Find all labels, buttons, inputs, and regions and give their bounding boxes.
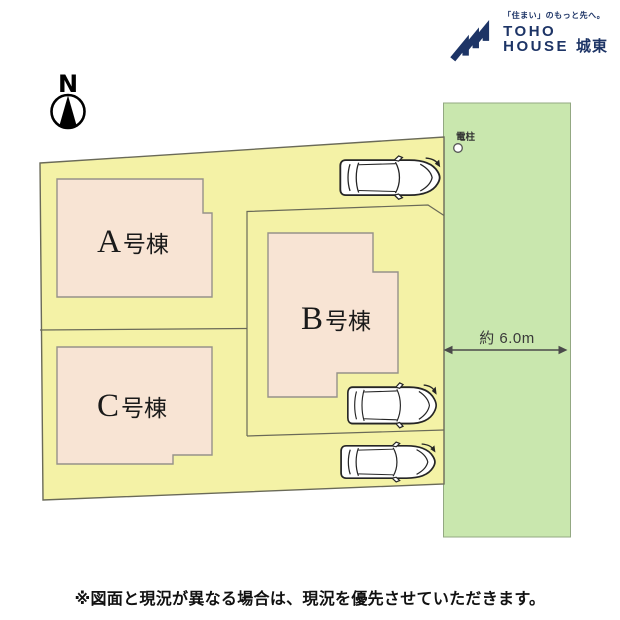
compass-needle-icon	[59, 95, 77, 127]
road-width-label: 約 6.0m	[479, 330, 535, 347]
car-icon	[346, 382, 438, 429]
logo-text-block: 「住まい」のもっと先へ。 TOHO HOUSE 城東	[503, 10, 608, 54]
car-icon	[339, 155, 442, 201]
car-icon	[340, 441, 437, 483]
brand-name-top: TOHO	[503, 23, 557, 40]
disclaimer-text: ※図面と現況が異なる場合は、現況を優先させていただきます。	[74, 591, 546, 608]
logo-tagline: 「住まい」のもっと先へ。	[503, 11, 606, 20]
road-width-arrow	[443, 345, 568, 355]
brand-region: 城東	[575, 38, 608, 55]
north-compass: N	[50, 70, 86, 130]
parcel-b-top-boundary	[246, 204, 445, 436]
north-label: N	[58, 70, 78, 98]
building-a-label: A号棟	[97, 224, 169, 260]
building-b-label: B号棟	[301, 301, 371, 337]
building-b-footprint	[267, 232, 399, 398]
parcel-b-bottom-boundary	[246, 429, 445, 437]
road-area	[443, 102, 571, 538]
parcel-divider-a-c	[39, 327, 248, 331]
building-c-footprint	[56, 346, 213, 465]
utility-pole-label: 電柱	[456, 131, 476, 143]
brand-name-house: HOUSE	[503, 38, 569, 55]
utility-pole-icon	[453, 143, 463, 153]
brand-name-bottom: HOUSE 城東	[503, 38, 608, 55]
building-a-footprint	[56, 178, 213, 298]
toho-house-logo-icon	[450, 19, 490, 62]
building-c-label: C号棟	[97, 388, 167, 424]
toho-house-logo: 「住まい」のもっと先へ。 TOHO HOUSE 城東	[448, 10, 608, 63]
